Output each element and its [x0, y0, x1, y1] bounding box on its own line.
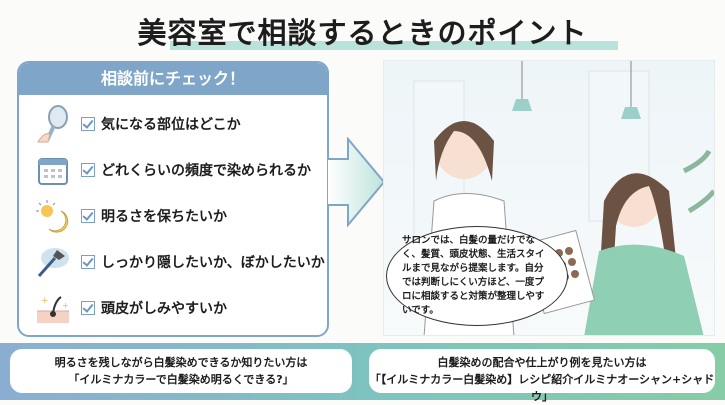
related-link-card[interactable]: 明るさを残しながら白髪染めできるか知りたい方は 「イルミナカラーで白髪染め明るく… [10, 349, 352, 393]
checkbox-icon [81, 163, 95, 177]
checklist-item: 気になる部位はどこか [19, 101, 327, 147]
link-intro: 明るさを残しながら白髪染めできるか知りたい方は [54, 356, 308, 369]
svg-text:+: + [62, 301, 69, 310]
checkbox-icon [81, 301, 95, 315]
speech-bubble-text: サロンでは、白髪の量だけでなく、髪質、頭皮状態、生活スタイルまで見ながら提案しま… [402, 235, 545, 316]
link-intro: 白髪染めの配合や仕上がり例を見たい方は [437, 356, 647, 369]
related-links-band: 明るさを残しながら白髪染めできるか知りたい方は 「イルミナカラーで白髪染め明るく… [0, 343, 725, 403]
sun-moon-icon [33, 196, 73, 236]
checklist-label: どれくらいの頻度で染められるか [101, 163, 311, 179]
arrow-right-icon [328, 137, 386, 227]
title-text: 美容室で相談するときのポイント [137, 16, 588, 50]
checkbox-icon [81, 255, 95, 269]
speech-bubble: サロンでは、白髪の量だけでなく、髪質、頭皮状態、生活スタイルまで見ながら提案しま… [386, 226, 568, 326]
checklist-label: 頭皮がしみやすいか [101, 301, 227, 317]
related-link-card[interactable]: 白髪染めの配合や仕上がり例を見たい方は 「【イルミナカラー白髪染め】レシピ紹介イ… [369, 349, 715, 403]
checklist-item: 明るさを保ちたいか [19, 193, 327, 239]
svg-text:+: + [41, 296, 49, 306]
checklist-label: しっかり隠したいか、ぼかしたいか [101, 255, 325, 271]
checklist-header: 相談前にチェック！ [19, 63, 327, 95]
scalp-hair-icon: ++ [33, 288, 73, 328]
page-title: 美容室で相談するときのポイント [0, 10, 725, 52]
checkbox-icon [81, 117, 95, 131]
checklist-item: ++ 頭皮がしみやすいか [19, 285, 327, 331]
calendar-icon [33, 150, 73, 190]
makeup-brush-icon [33, 242, 73, 282]
checkbox-icon [81, 209, 95, 223]
checklist-item: しっかり隠したいか、ぼかしたいか [19, 239, 327, 285]
checklist-label: 気になる部位はどこか [101, 117, 241, 133]
hand-mirror-icon [33, 104, 73, 144]
checklist-panel: 相談前にチェック！ 気になる部位はどこか どれくらいの頻度で染められるか 明るさ… [17, 61, 329, 337]
link-title[interactable]: 「イルミナカラーで白髪染め明るくできる?」 [68, 373, 294, 386]
checklist-label: 明るさを保ちたいか [101, 209, 227, 225]
checklist-item: どれくらいの頻度で染められるか [19, 147, 327, 193]
